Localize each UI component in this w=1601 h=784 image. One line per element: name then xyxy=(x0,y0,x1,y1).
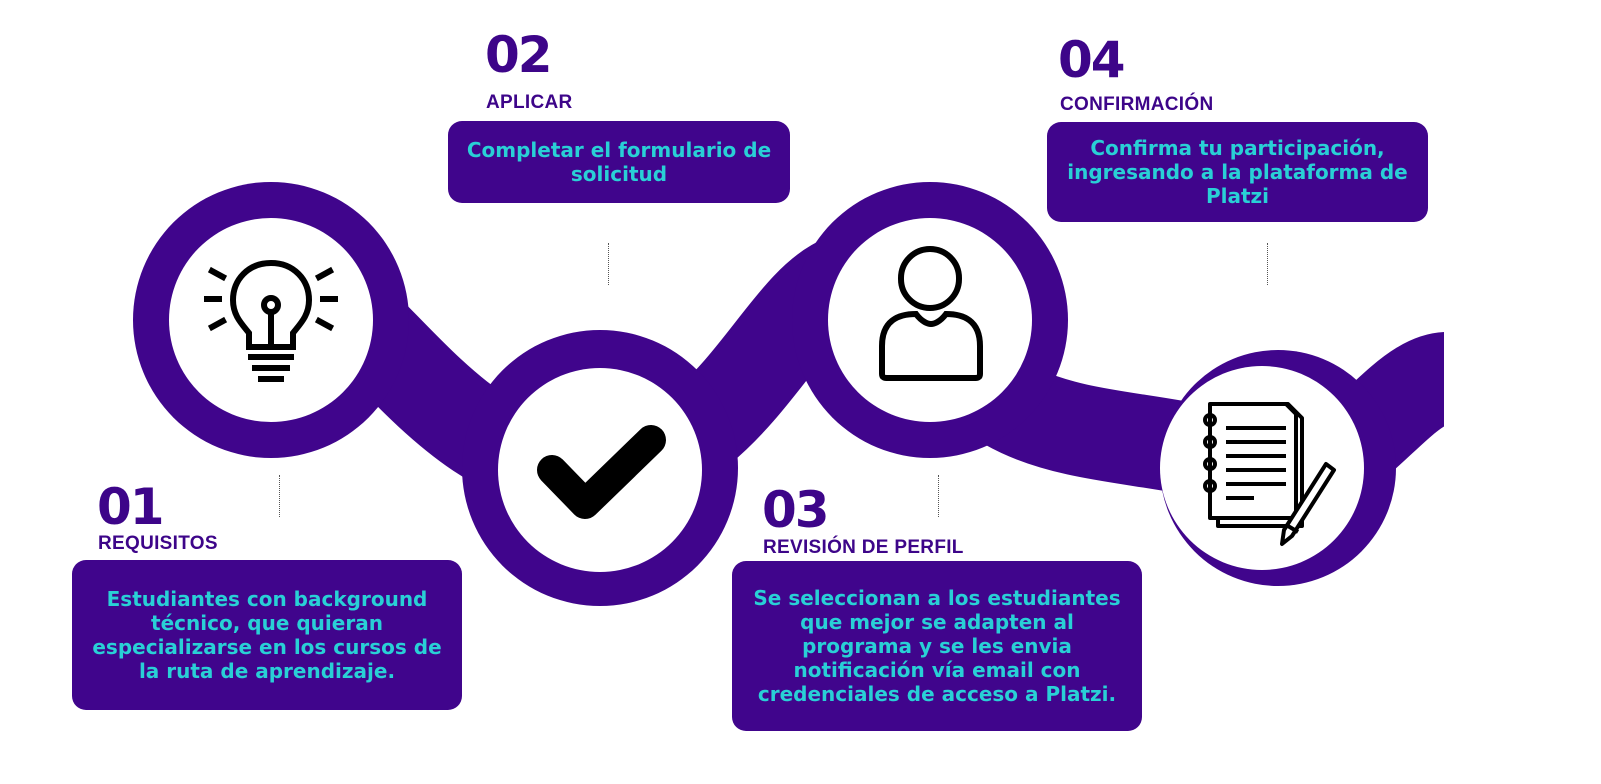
user-icon xyxy=(879,246,983,381)
step-03-card: Se seleccionan a los estudiantes que mej… xyxy=(732,561,1142,731)
step-01-card: Estudiantes con background técnico, que … xyxy=(72,560,462,710)
step-03-description: Se seleccionan a los estudiantes que mej… xyxy=(753,586,1121,706)
connector-01 xyxy=(279,475,280,517)
step-01-description: Estudiantes con background técnico, que … xyxy=(92,587,442,683)
step-03-title: REVISIÓN DE PERFIL xyxy=(763,537,964,558)
step-04-card: Confirma tu participación, ingresando a … xyxy=(1047,122,1428,222)
step-02-description: Completar el formulario de solicitud xyxy=(466,138,772,186)
step-04-title: CONFIRMACIÓN xyxy=(1060,94,1214,115)
step-04-description: Confirma tu participación, ingresando a … xyxy=(1067,136,1408,208)
step-01-title: REQUISITOS xyxy=(98,533,218,554)
connector-03 xyxy=(938,475,939,517)
step-01-number: 01 xyxy=(97,478,165,536)
step-02-card: Completar el formulario de solicitud xyxy=(448,121,790,203)
step-03-number: 03 xyxy=(762,481,830,539)
notebook-pen-icon xyxy=(1203,402,1336,546)
step-02-number: 02 xyxy=(485,26,553,84)
lightbulb-icon xyxy=(204,259,338,382)
step-04-number: 04 xyxy=(1058,31,1126,89)
connector-04 xyxy=(1267,243,1268,285)
checkmark-icon xyxy=(537,425,666,519)
step-02-title: APLICAR xyxy=(486,92,573,113)
connector-02 xyxy=(608,243,609,285)
